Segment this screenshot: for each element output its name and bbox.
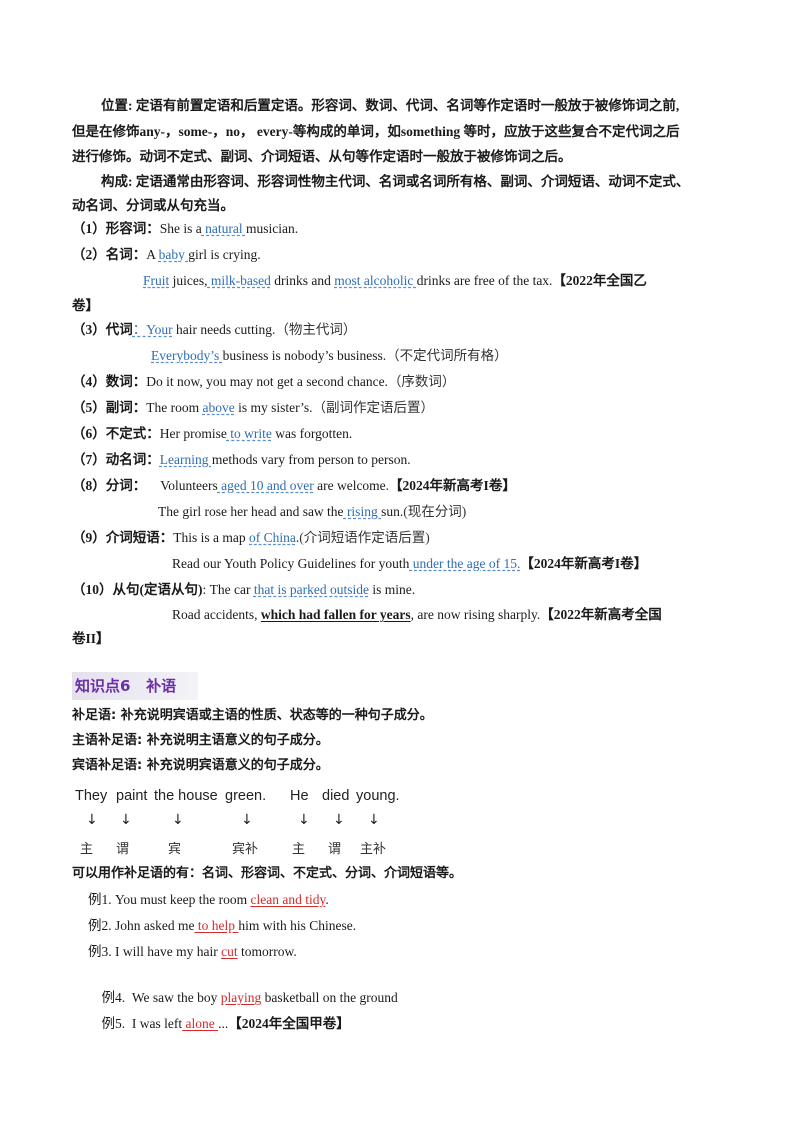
diagram-label: 主: [80, 842, 94, 857]
diagram-word: They: [75, 788, 108, 804]
item-prepositional: （9）介词短语：This is a map of China.(介词短语作定语后…: [72, 530, 430, 545]
composition-line-1: 构成: 定语通常由形容词、形容词性物主代词、名词或名词所有格、副词、介词短语、动…: [101, 174, 690, 189]
usage-statement: 可以用作补足语的有：名词、形容词、不定式、分词、介词短语等。: [72, 866, 463, 881]
item-numeral: （4）数词：Do it now, you may not get a secon…: [72, 374, 456, 389]
item-prepositional-example: Read our Youth Policy Guidelines for you…: [172, 556, 648, 571]
down-arrow-icon: ↓: [298, 812, 310, 828]
source-tag-cont-2: 卷II】: [72, 631, 110, 646]
down-arrow-icon: ↓: [368, 812, 380, 828]
item-adverb: （5）副词：The room above is my sister’s.（副词作…: [72, 400, 434, 415]
example-item: 例5. I was left alone ...【2024年全国甲卷】: [101, 1016, 350, 1031]
position-line-1: 位置: 定语有前置定语和后置定语。形容词、数词、代词、名词等作定语时一般放于被修…: [101, 98, 680, 113]
example-item: 例1. You must keep the room clean and tid…: [88, 892, 329, 907]
down-arrow-icon: ↓: [333, 812, 345, 828]
source-tag-cont: 卷】: [72, 298, 99, 313]
section-title: 补语: [146, 677, 177, 695]
item-adjective: （1）形容词：She is a natural musician.: [72, 221, 299, 236]
definition-subject-complement: 主语补足语: 补充说明主语意义的句子成分。: [72, 733, 329, 748]
example-item: 例3. I will have my hair cut tomorrow.: [88, 944, 297, 959]
source-tag: 【2022年全国乙: [552, 273, 647, 288]
highlight-natural: natural: [201, 221, 246, 236]
item-infinitive: （6）不定式：Her promise to write was forgotte…: [72, 426, 353, 441]
highlight-baby: baby: [158, 247, 189, 262]
position-line-2: 但是在修饰any-，some-，no， every-等构成的单词，如someth…: [72, 124, 680, 139]
diagram-label: 谓: [116, 842, 130, 857]
position-line-3: 进行修饰。动词不定式、副词、介词短语、从句等作定语时一般放于被修饰词之后。: [72, 149, 572, 164]
item-participle-example: The girl rose her head and saw the risin…: [158, 504, 467, 519]
composition-label: 构成:: [101, 174, 133, 189]
example-item: 例2. John asked me to help him with his C…: [88, 918, 357, 933]
section-heading: 知识点6 补语: [72, 672, 199, 700]
down-arrow-icon: ↓: [241, 812, 253, 828]
example-item: 例4. We saw the boy playing basketball on…: [101, 990, 398, 1005]
item-clause-example: Road accidents, which had fallen for yea…: [172, 607, 662, 622]
item-pronoun-example: Everybody’s business is nobody’s busines…: [151, 348, 508, 363]
down-arrow-icon: ↓: [172, 812, 184, 828]
diagram-label: 主补: [360, 842, 387, 857]
item-noun-example: Fruit juices, milk-based drinks and most…: [143, 273, 647, 288]
diagram-word: green.: [225, 788, 267, 804]
diagram-word: paint: [116, 788, 148, 804]
definition-object-complement: 宾语补足语: 补充说明宾语意义的句子成分。: [72, 758, 329, 773]
diagram-word: young.: [356, 788, 400, 804]
down-arrow-icon: ↓: [86, 812, 98, 828]
position-label: 位置:: [101, 98, 133, 113]
diagram-word: died: [322, 788, 350, 804]
diagram-word: the house: [154, 788, 218, 804]
diagram-label: 主: [292, 842, 306, 857]
item-participle: （8）分词：Volunteers aged 10 and over are we…: [72, 478, 516, 493]
diagram-label: 宾: [168, 842, 182, 857]
item-gerund: （7）动名词：Learning methods vary from person…: [72, 452, 411, 467]
diagram-label: 谓: [328, 842, 342, 857]
section-number: 知识点6: [75, 677, 131, 695]
item-clause: （10）从句(定语从句): The car that is parked out…: [72, 582, 416, 597]
item-noun: （2）名词：A baby girl is crying.: [72, 247, 261, 262]
diagram-label: 宾补: [232, 842, 259, 857]
highlight-your: ：Your: [132, 322, 173, 337]
diagram-word: He: [290, 788, 309, 804]
composition-line-2: 动名词、分词或从句充当。: [72, 198, 234, 213]
item-pronoun: （3）代词：Your hair needs cutting.（物主代词）: [72, 322, 357, 337]
definition-complement: 补足语: 补充说明宾语或主语的性质、状态等的一种句子成分。: [72, 708, 433, 723]
down-arrow-icon: ↓: [120, 812, 132, 828]
